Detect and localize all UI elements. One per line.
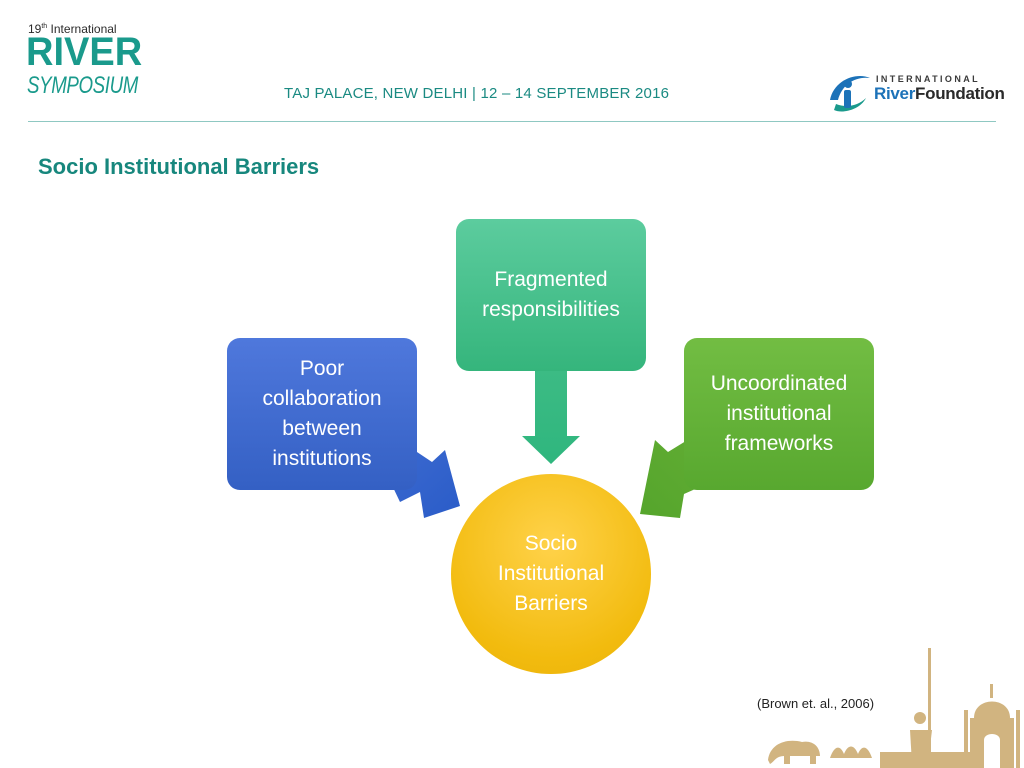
- slide-title: Socio Institutional Barriers: [38, 154, 320, 179]
- venue-date-header: TAJ PALACE, NEW DELHI | 12 – 14 SEPTEMBE…: [284, 85, 670, 102]
- center-label: Socio Institutional Barriers: [497, 532, 605, 615]
- poor-collaboration-label: Poor collaboration between institutions: [262, 357, 382, 470]
- arrow-top-to-center: [522, 371, 580, 464]
- uncoordinated-frameworks-label: Uncoordinated institutional frameworks: [710, 372, 848, 455]
- irf-swirl-icon: [830, 76, 870, 112]
- fragmented-responsibilities-label: Fragmented responsibilities: [482, 268, 620, 321]
- irf-international-text: INTERNATIONAL: [876, 74, 981, 84]
- poor-collaboration-box: Poor collaboration between institutions: [227, 338, 417, 490]
- logo-river-text: RIVER: [26, 30, 143, 74]
- citation: (Brown et. al., 2006): [757, 696, 875, 711]
- logo-edition: 19th International: [28, 22, 117, 36]
- irf-name-text: RiverFoundation: [874, 84, 1005, 103]
- fragmented-responsibilities-box: Fragmented responsibilities: [456, 219, 646, 371]
- socio-institutional-barriers-circle: Socio Institutional Barriers: [451, 474, 651, 674]
- delhi-skyline-decoration: [768, 648, 1020, 768]
- logo-symposium-text: SYMPOSIUM: [27, 72, 138, 99]
- uncoordinated-frameworks-box: Uncoordinated institutional frameworks: [684, 338, 874, 490]
- river-symposium-logo: 19th International RIVER SYMPOSIUM: [26, 22, 168, 102]
- header-divider: [28, 121, 996, 122]
- international-river-foundation-logo: INTERNATIONAL RiverFoundation: [826, 70, 1005, 114]
